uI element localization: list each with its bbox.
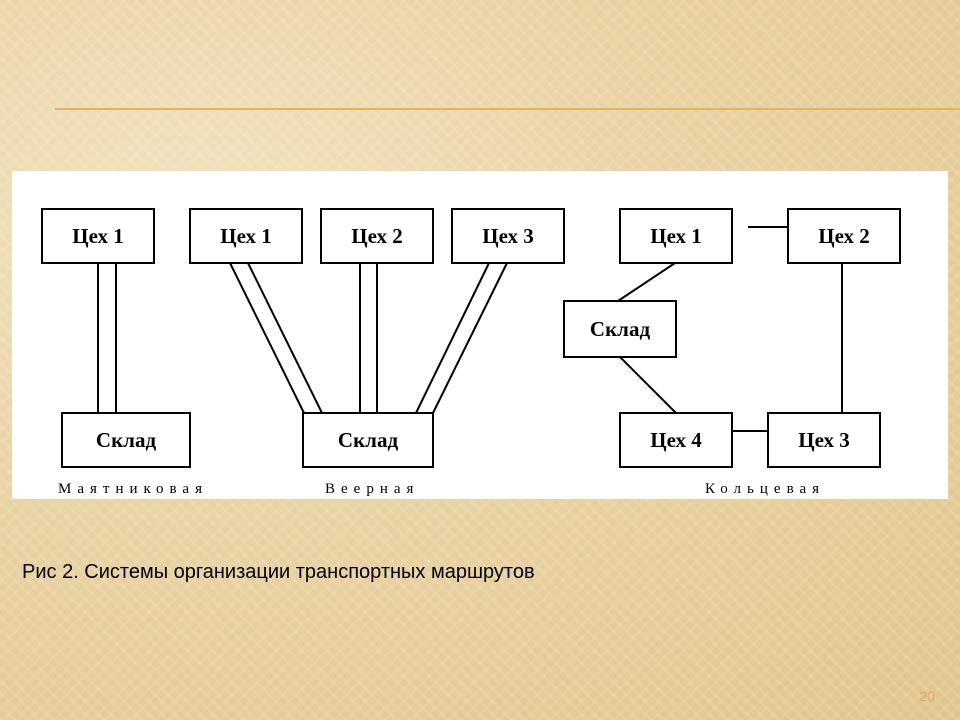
diagram-panel: Цех 1 Склад Маятниковая Цех 1 Цех 2 (12, 171, 948, 499)
ring-shop3-box: Цех 3 (767, 412, 881, 468)
title-rule (55, 108, 960, 110)
ring-link-shop1-warehouse (617, 262, 676, 302)
pendulum-warehouse-label: Склад (96, 428, 157, 452)
routes-diagram: Цех 1 Склад Маятниковая Цех 1 Цех 2 (41, 208, 901, 497)
ring-link-warehouse-shop4 (619, 356, 677, 414)
fan-link-shop1-b (247, 262, 323, 414)
fan-shop2-label: Цех 2 (351, 224, 403, 248)
pendulum-shop1-box: Цех 1 (41, 208, 155, 264)
ring-shop1-label: Цех 1 (650, 224, 702, 248)
fan-shop3-box: Цех 3 (451, 208, 565, 264)
ring-system: Цех 1 Цех 2 Склад Цех 4 Цех 3 Кольцевая (563, 208, 901, 497)
ring-shop4-box: Цех 4 (619, 412, 733, 468)
fan-shop1-label: Цех 1 (220, 224, 272, 248)
pendulum-system-label: Маятниковая (58, 481, 208, 497)
ring-shop3-label: Цех 3 (798, 428, 850, 452)
ring-shop2-label: Цех 2 (818, 224, 870, 248)
pendulum-system: Цех 1 Склад Маятниковая (41, 208, 208, 497)
fan-link-shop3-b (432, 262, 508, 414)
fan-shop3-label: Цех 3 (482, 224, 534, 248)
ring-shop2-box: Цех 2 (787, 208, 901, 264)
fan-link-shop1-a (229, 262, 305, 414)
pendulum-shop1-label: Цех 1 (72, 224, 124, 248)
fan-warehouse-label: Склад (338, 428, 399, 452)
fan-system-label: Веерная (325, 481, 419, 497)
fan-link-shop3-a (415, 262, 490, 414)
fan-shop2-box: Цех 2 (320, 208, 434, 264)
figure-caption: Рис 2. Системы организации транспортных … (22, 561, 535, 583)
page-number: 20 (919, 688, 935, 704)
ring-warehouse-label: Склад (590, 317, 651, 341)
ring-shop1-box: Цех 1 (619, 208, 733, 264)
ring-shop4-label: Цех 4 (650, 428, 702, 452)
fan-system: Цех 1 Цех 2 Цех 3 Склад Веерная (189, 208, 565, 497)
fan-shop1-box: Цех 1 (189, 208, 303, 264)
fan-warehouse-box: Склад (302, 412, 434, 468)
ring-warehouse-box: Склад (563, 300, 677, 358)
ring-system-label: Кольцевая (705, 481, 825, 497)
pendulum-warehouse-box: Склад (61, 412, 191, 468)
